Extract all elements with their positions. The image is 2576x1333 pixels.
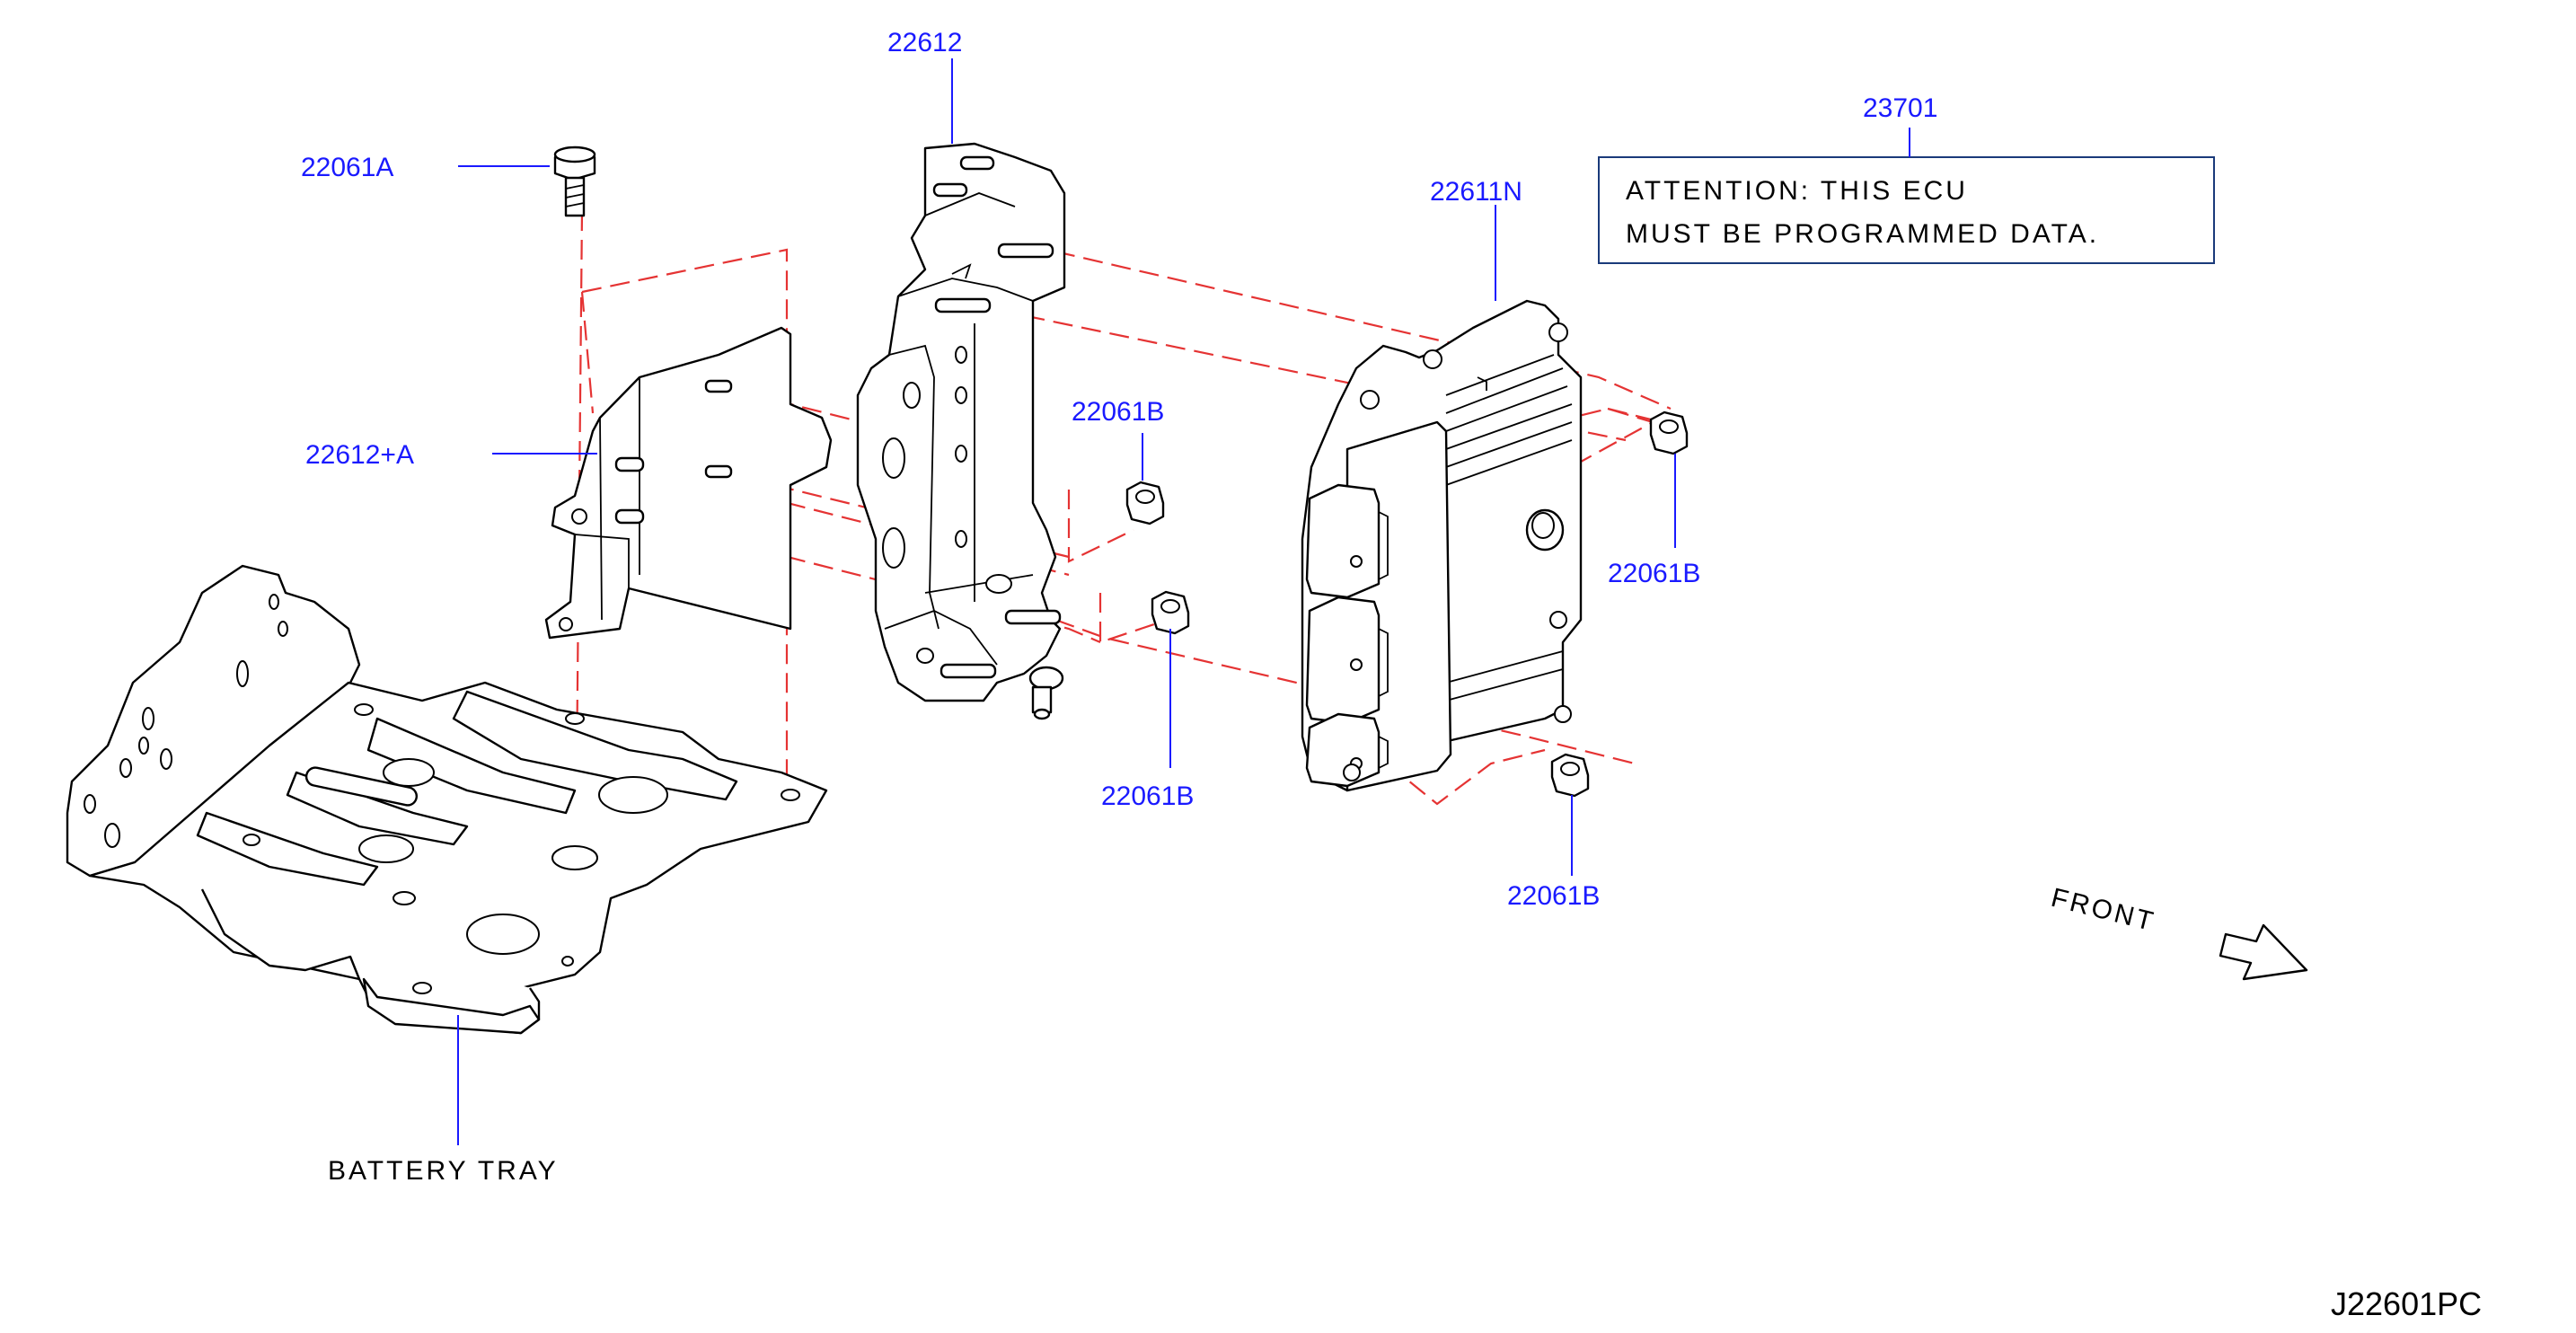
nut-center-upper bbox=[1125, 481, 1165, 525]
part-labels: 22061A 22612 22612+A 22061B 22061B 22611… bbox=[301, 28, 1937, 1186]
battery-tray bbox=[66, 564, 828, 1035]
label-22061a: 22061A bbox=[301, 153, 393, 182]
ecu-22611n bbox=[1301, 299, 1583, 792]
nut-right-lower bbox=[1550, 753, 1590, 798]
notice-line-2: MUST BE PROGRAMMED DATA. bbox=[1626, 219, 2099, 249]
bracket-22612 bbox=[856, 142, 1066, 720]
label-battery-tray: BATTERY TRAY bbox=[328, 1156, 559, 1186]
label-23701: 23701 bbox=[1863, 93, 1937, 123]
front-label: FRONT bbox=[2048, 883, 2158, 938]
ecu-connectors bbox=[1305, 483, 1389, 788]
notice-box-23701: ATTENTION: THIS ECU MUST BE PROGRAMMED D… bbox=[1598, 156, 2215, 264]
label-22061b-center-upper: 22061B bbox=[1072, 397, 1164, 427]
diagram-code: J22601PC bbox=[2331, 1285, 2482, 1322]
label-22061b-right-lower: 22061B bbox=[1507, 881, 1600, 911]
leader-lines bbox=[457, 58, 1910, 1145]
bracket-clip bbox=[1028, 666, 1064, 720]
nut-center-lower bbox=[1151, 590, 1190, 635]
bracket-22612-studs bbox=[932, 155, 1062, 679]
bracket-22612a bbox=[544, 326, 833, 640]
label-22612: 22612 bbox=[887, 28, 962, 57]
front-arrow-icon bbox=[2219, 923, 2308, 981]
label-22061b-right-upper: 22061B bbox=[1608, 559, 1700, 588]
label-22612-a: 22612+A bbox=[305, 440, 414, 470]
label-22061b-center-lower: 22061B bbox=[1101, 781, 1194, 811]
front-indicator: FRONT bbox=[2048, 883, 2308, 981]
bolt-22061a bbox=[553, 146, 596, 217]
notice-line-1: ATTENTION: THIS ECU bbox=[1626, 176, 1968, 206]
bracket-22612a-studs bbox=[614, 379, 733, 525]
label-22611n: 22611N bbox=[1430, 177, 1522, 207]
nut-right-upper bbox=[1649, 410, 1689, 455]
